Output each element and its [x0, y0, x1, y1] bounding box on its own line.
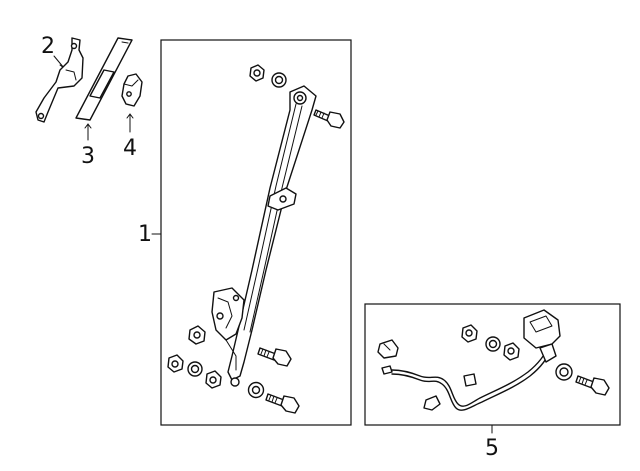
nut-icon [461, 324, 478, 343]
callout-4-label: 4 [123, 136, 137, 161]
part-5-buckle-group[interactable]: 5 [364, 303, 621, 461]
part-1-retractor-group[interactable]: 1 [138, 39, 352, 426]
washer-icon [485, 336, 501, 352]
nut-icon [188, 325, 206, 345]
washer-icon [247, 381, 265, 399]
part-2-bracket[interactable]: 2 [35, 34, 84, 123]
callout-3-label: 3 [81, 144, 95, 169]
nut-icon [503, 342, 520, 361]
callout-5-label: 5 [485, 436, 499, 461]
part-3-trim-cover[interactable]: 3 [75, 37, 133, 169]
buckle-icon [523, 309, 561, 363]
part-1-box [160, 39, 352, 426]
nut-icon [249, 64, 265, 82]
part-5-box [364, 303, 621, 426]
bolt-icon [257, 347, 292, 367]
callout-2-label: 2 [41, 34, 55, 59]
bolt-icon [313, 109, 345, 129]
part-4-clip[interactable]: 4 [121, 73, 143, 161]
callout-1-label: 1 [138, 222, 152, 247]
washer-icon [271, 72, 287, 88]
washer-icon [555, 363, 573, 381]
washer-icon [187, 361, 203, 377]
bolt-icon [265, 393, 300, 414]
callout-2-leader [53, 55, 65, 69]
nut-icon [167, 354, 184, 373]
connector-icon [377, 339, 399, 359]
nut-icon [205, 370, 222, 389]
bolt-icon [575, 375, 610, 396]
